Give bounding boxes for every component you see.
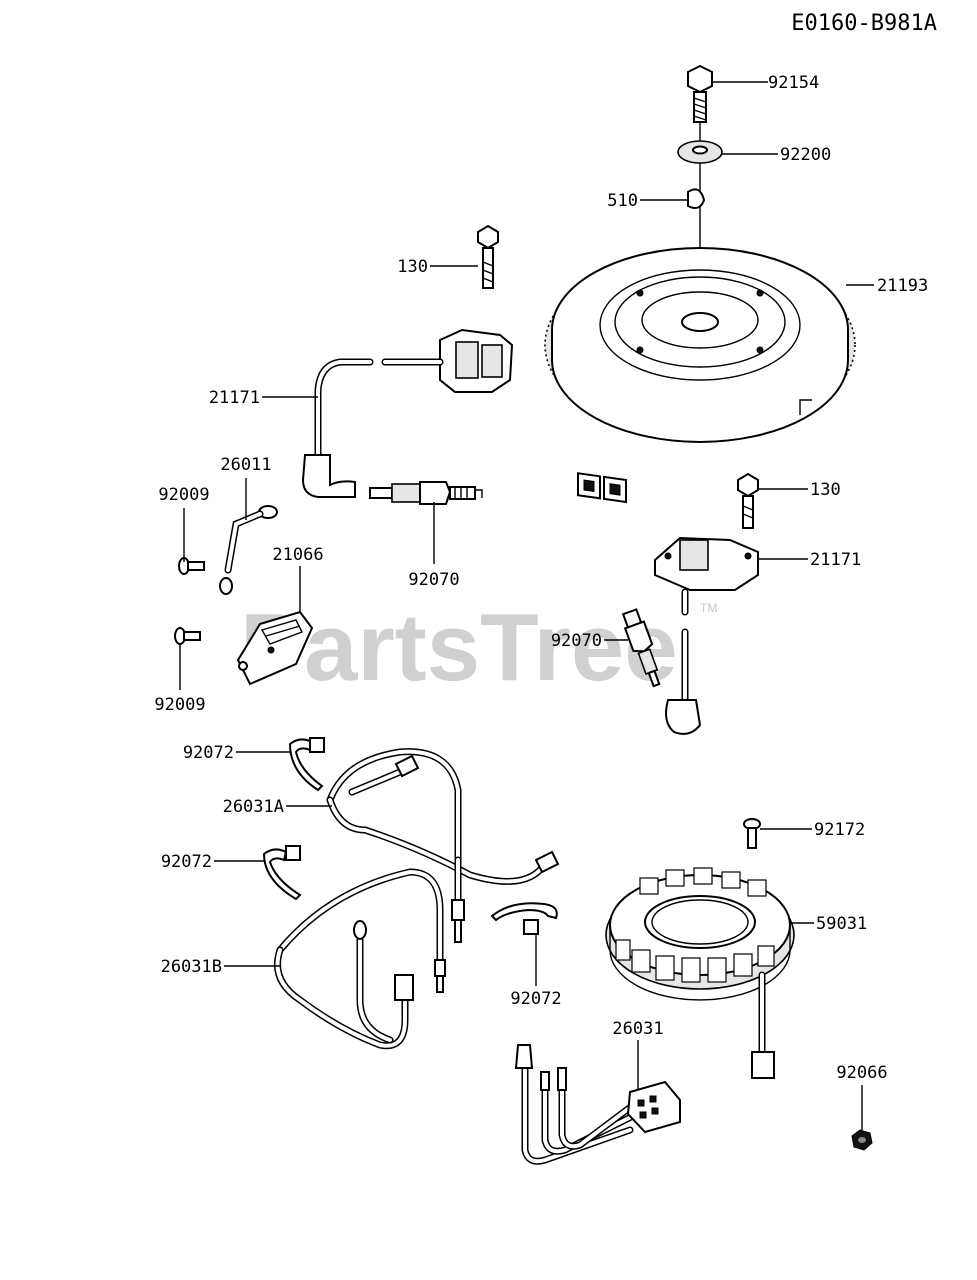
part-label[interactable]: 510 <box>607 191 638 211</box>
part-label[interactable]: 26031B <box>161 957 222 977</box>
watermark-tm: TM <box>700 601 717 615</box>
clamp-92072-upper-part[interactable] <box>288 737 325 792</box>
part-label[interactable]: 92072 <box>161 852 212 872</box>
watermark: PartsTree <box>240 594 678 701</box>
screw-92009-lower-part[interactable] <box>174 627 201 645</box>
part-label[interactable]: 92154 <box>768 73 819 93</box>
diagram-code: E0160-B981A <box>791 11 937 36</box>
part-label[interactable]: 92072 <box>183 743 234 763</box>
part-label[interactable]: 59031 <box>816 914 867 934</box>
ignition-coil-lower-part[interactable] <box>654 472 759 735</box>
part-label[interactable]: 130 <box>397 257 428 277</box>
part-label[interactable]: 21193 <box>877 276 928 296</box>
harness-26031a-part[interactable] <box>326 748 560 943</box>
part-label[interactable]: 26031 <box>612 1019 663 1039</box>
part-label[interactable]: 26011 <box>220 455 271 475</box>
part-label[interactable]: 92070 <box>551 631 602 651</box>
spark-plug-lower-part[interactable] <box>620 608 665 688</box>
part-label[interactable]: 21171 <box>209 388 260 408</box>
part-label[interactable]: 130 <box>810 480 841 500</box>
clamp-92072-lower-part[interactable] <box>490 902 558 935</box>
leader-lines <box>179 81 874 1130</box>
screw-92009-upper-part[interactable] <box>178 557 205 575</box>
bolt-92154-part[interactable] <box>687 64 713 123</box>
flywheel-part[interactable] <box>544 100 856 504</box>
harness-26031b-part[interactable] <box>274 868 446 1050</box>
module-21066-part[interactable] <box>236 610 314 686</box>
part-label[interactable]: 92072 <box>510 989 561 1009</box>
part-label[interactable]: 21171 <box>810 550 861 570</box>
part-labels: 92154 92200 510 130 21193 21171 26011 92… <box>154 73 928 1083</box>
stator-59031-part[interactable] <box>605 867 795 1079</box>
harness-26031-part[interactable] <box>514 1044 681 1165</box>
nut-92066-part[interactable] <box>851 1129 873 1151</box>
key-510-part[interactable] <box>687 188 706 209</box>
washer-92200-part[interactable] <box>677 140 723 164</box>
part-label[interactable]: 26031A <box>223 797 284 817</box>
part-label[interactable]: 92066 <box>836 1063 887 1083</box>
ground-lead-part[interactable] <box>219 505 278 595</box>
part-label[interactable]: 92200 <box>780 145 831 165</box>
part-label[interactable]: 92009 <box>154 695 205 715</box>
clamp-92072-middle-part[interactable] <box>262 845 302 901</box>
part-label[interactable]: 92070 <box>408 570 459 590</box>
part-label[interactable]: 21066 <box>272 545 323 565</box>
spark-plug-upper-part[interactable] <box>369 481 483 505</box>
part-label[interactable]: 92009 <box>158 485 209 505</box>
screw-92172-part[interactable] <box>743 818 761 849</box>
ignition-coil-upper-part[interactable] <box>301 224 514 498</box>
part-label[interactable]: 92172 <box>814 820 865 840</box>
